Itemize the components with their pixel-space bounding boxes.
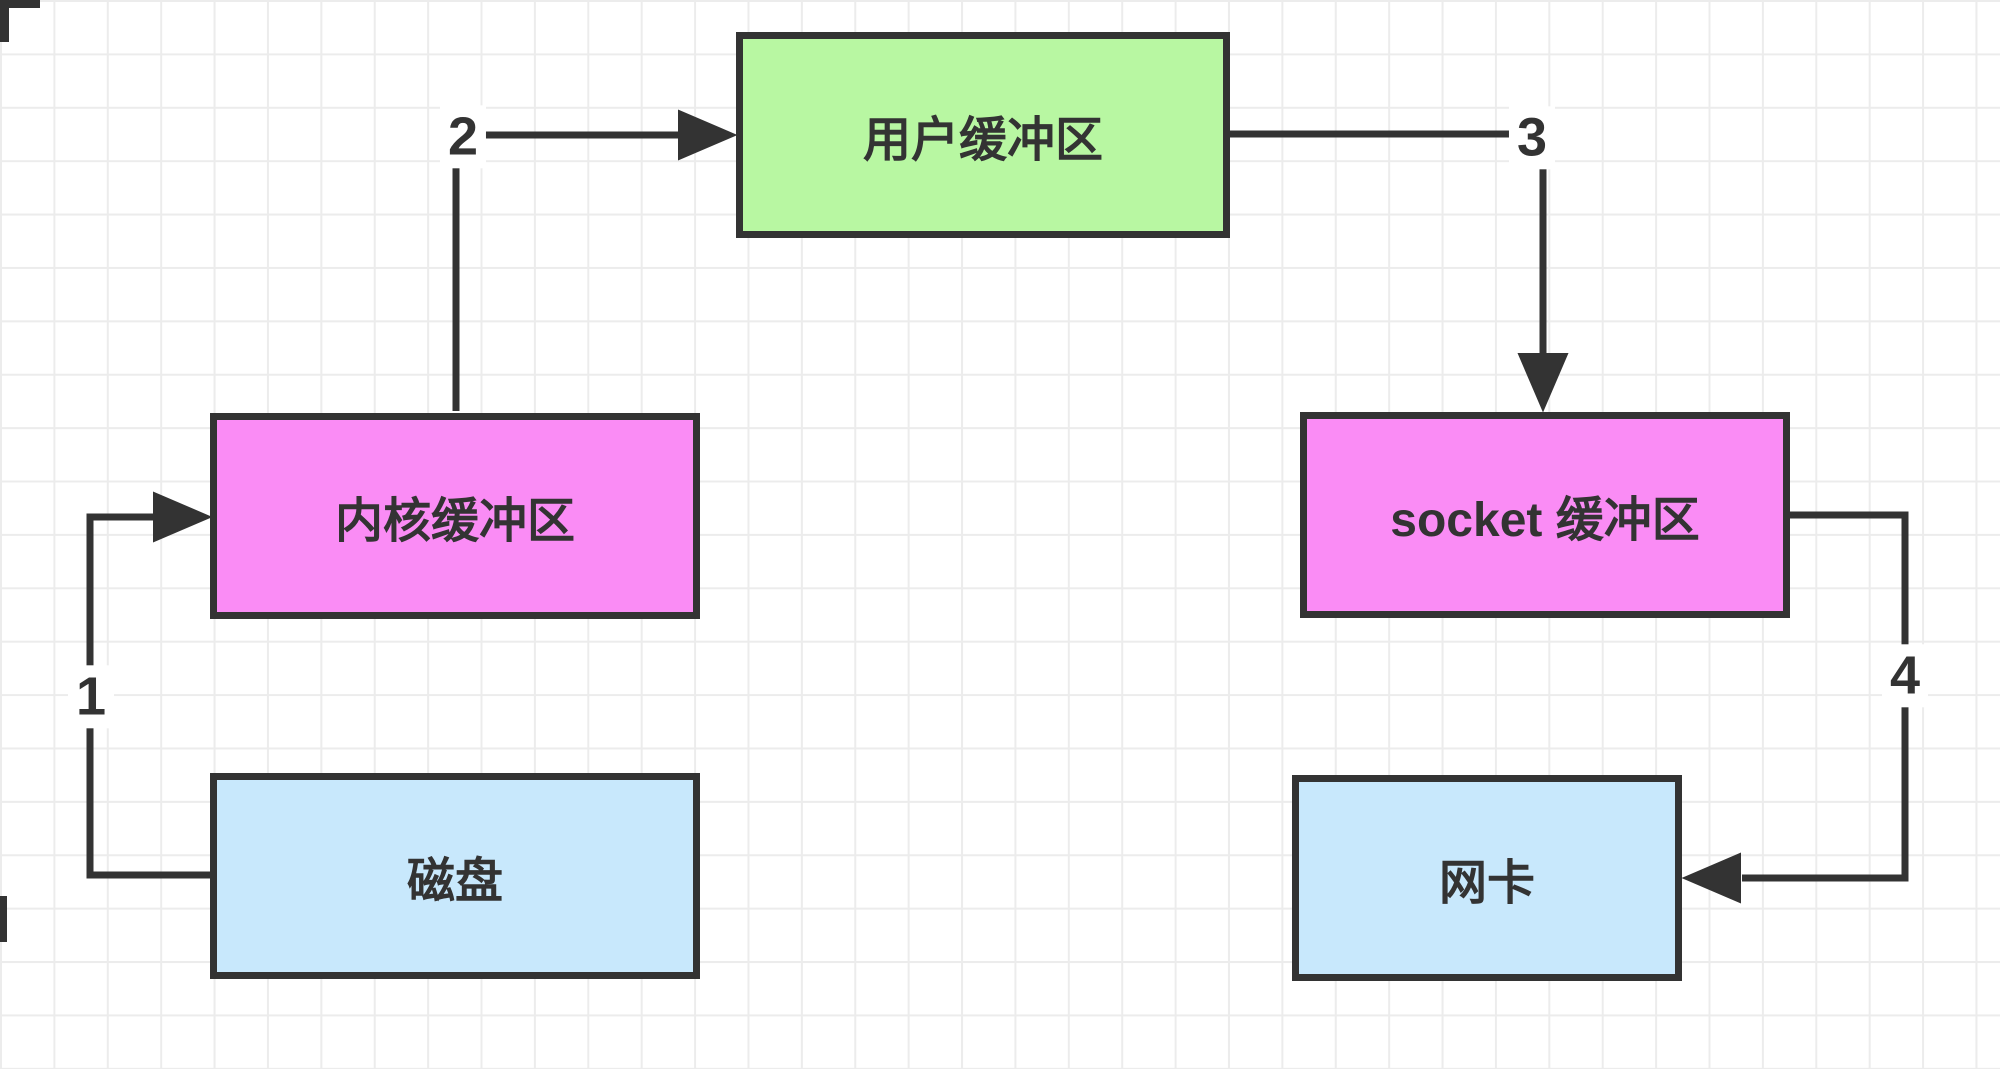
node-disk-label: 磁盘 [406,855,503,908]
edge-label-4: 4 [1881,644,1929,708]
edge-kernel-to-user [452,109,738,411]
node-socket-buffer-label: socket 缓冲区 [1390,494,1700,547]
edge-label-1: 1 [67,665,115,729]
edge-artifact-top-left-vertical [0,0,9,42]
edge-user-to-socket [1230,130,1569,413]
edge-label-2: 2 [439,105,487,169]
node-nic[interactable]: 网卡 [1292,775,1682,981]
node-socket-buffer[interactable]: socket 缓冲区 [1300,412,1790,618]
node-user-buffer-label: 用户缓冲区 [862,114,1103,167]
node-kernel-buffer-label: 内核缓冲区 [334,495,575,548]
node-disk[interactable]: 磁盘 [210,773,700,979]
edge-artifact-left-vertical [0,896,7,942]
edge-label-3: 3 [1508,106,1556,170]
node-user-buffer[interactable]: 用户缓冲区 [736,32,1230,238]
edge-artifact-top-left-horizontal [0,0,40,8]
node-kernel-buffer[interactable]: 内核缓冲区 [210,413,700,619]
node-nic-label: 网卡 [1438,857,1535,910]
